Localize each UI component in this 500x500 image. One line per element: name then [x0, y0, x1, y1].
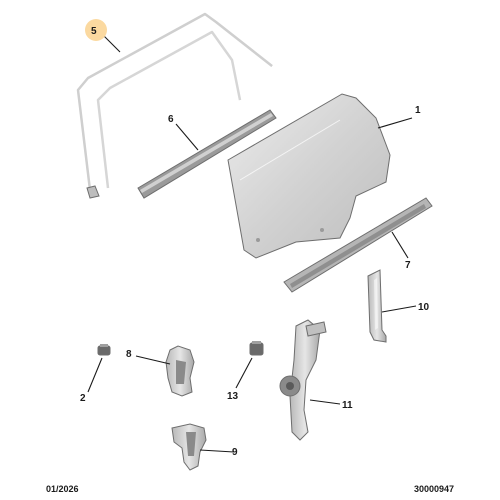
bracket-part — [165, 345, 195, 397]
outer-waist-seal-part — [283, 197, 433, 293]
leader-line-13 — [235, 357, 253, 389]
leader-line-2 — [87, 357, 103, 393]
clip-part-2 — [249, 341, 264, 356]
footer-date: 01/2026 — [46, 484, 79, 494]
window-frame-seal-part — [76, 12, 273, 199]
leader-line-11 — [309, 399, 341, 405]
leader-line-7 — [391, 231, 409, 259]
callout-10: 10 — [418, 302, 430, 313]
callout-5-highlight — [85, 19, 107, 41]
callout-9: 9 — [232, 447, 238, 458]
window-regulator-part — [279, 319, 327, 441]
lower-bracket-part — [171, 423, 207, 471]
callout-1: 1 — [415, 105, 421, 116]
clip-part — [97, 344, 111, 356]
leader-line-10 — [381, 305, 417, 313]
callout-7: 7 — [405, 260, 411, 271]
footer-reference-number: 30000947 — [413, 484, 454, 494]
glass-run-channel-part — [367, 269, 387, 343]
leader-line-9 — [199, 449, 235, 453]
callout-11: 11 — [342, 400, 353, 411]
door-glass-part — [227, 93, 391, 259]
leader-line-6 — [175, 123, 199, 151]
callout-2: 2 — [80, 393, 86, 404]
callout-5: 5 — [91, 26, 97, 37]
callout-6: 6 — [168, 114, 174, 125]
leader-line-5 — [103, 35, 121, 53]
callout-8: 8 — [126, 349, 132, 360]
leader-line-8 — [135, 355, 171, 365]
inner-waist-seal-part — [137, 109, 277, 199]
callout-13: 13 — [227, 391, 239, 402]
leader-line-1 — [377, 117, 413, 129]
